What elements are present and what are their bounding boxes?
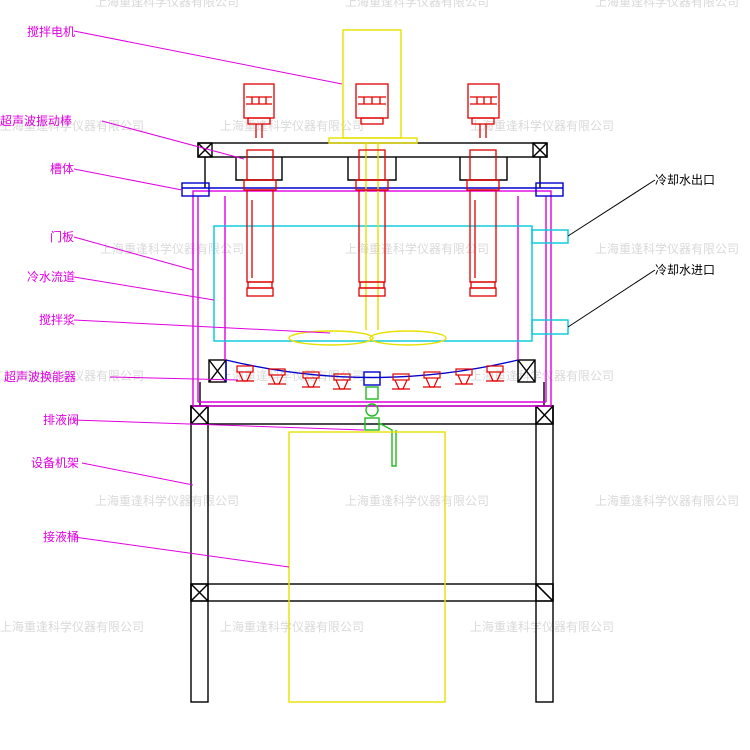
- label-cooling-inlet: 冷却水进口: [655, 263, 715, 277]
- label-equipment-frame: 设备机架: [31, 456, 79, 470]
- label-ultrasonic-rod: 超声波振动棒: [0, 113, 72, 128]
- watermark-text: 上海重逢科学仪器有限公司: [95, 0, 239, 9]
- equipment-frame: [190, 142, 554, 703]
- watermark-text: 上海重逢科学仪器有限公司: [220, 368, 364, 383]
- label-stir-paddle: 搅拌浆: [39, 312, 75, 327]
- stir-paddle: [288, 330, 447, 346]
- label-cooling-channel: 冷水流道: [27, 270, 75, 284]
- watermark-text: 上海重逢科学仪器有限公司: [0, 619, 144, 634]
- watermark-text: 上海重逢科学仪器有限公司: [95, 493, 239, 508]
- stir-motor: [328, 29, 418, 330]
- watermark-text: 上海重逢科学仪器有限公司: [595, 493, 739, 508]
- label-tank-body: 槽体: [50, 162, 74, 176]
- ultrasonic-rod-left: [243, 83, 277, 297]
- watermark-text: 上海重逢科学仪器有限公司: [345, 241, 489, 256]
- ultrasonic-rod-center: [355, 83, 389, 297]
- tank-bottom: [225, 359, 519, 386]
- drain-valve: [364, 386, 397, 467]
- leader-lines-right: [567, 179, 656, 328]
- ultrasonic-rod-right: [466, 83, 500, 297]
- watermark-text: 上海重逢科学仪器有限公司: [595, 241, 739, 256]
- watermark-text: 上海重逢科学仪器有限公司: [595, 0, 739, 9]
- watermark-text: 上海重逢科学仪器有限公司: [345, 493, 489, 508]
- watermark-text: 上海重逢科学仪器有限公司: [220, 619, 364, 634]
- watermark-text: 上海重逢科学仪器有限公司: [470, 368, 614, 383]
- label-cooling-outlet: 冷却水出口: [655, 173, 715, 187]
- label-ultrasonic-transducer: 超声波换能器: [4, 369, 76, 384]
- watermark-text: 上海重逢科学仪器有限公司: [470, 118, 614, 133]
- label-stir-motor: 搅拌电机: [27, 24, 75, 39]
- left-labels: 搅拌电机 超声波振动棒 槽体 门板 冷水流道 搅拌浆 超声波换能器 排液阀 设备…: [0, 24, 79, 544]
- watermark-text: 上海重逢科学仪器有限公司: [470, 619, 614, 634]
- watermark-layer: 上海重逢科学仪器有限公司 上海重逢科学仪器有限公司 上海重逢科学仪器有限公司 上…: [0, 0, 739, 634]
- label-drain-valve: 排液阀: [43, 412, 79, 427]
- collection-bucket: [288, 431, 446, 703]
- watermark-text: 上海重逢科学仪器有限公司: [345, 0, 489, 9]
- right-labels: 冷却水出口 冷却水进口: [655, 173, 715, 277]
- watermark-text: 上海重逢科学仪器有限公司: [0, 368, 144, 383]
- label-door-panel: 门板: [50, 229, 74, 244]
- watermark-text: 上海重逢科学仪器有限公司: [0, 118, 144, 133]
- watermark-text: 上海重逢科学仪器有限公司: [100, 241, 244, 256]
- label-collection-bucket: 接液桶: [43, 529, 79, 544]
- ultrasonic-transducers: [236, 365, 504, 390]
- leader-lines-left: [73, 30, 365, 568]
